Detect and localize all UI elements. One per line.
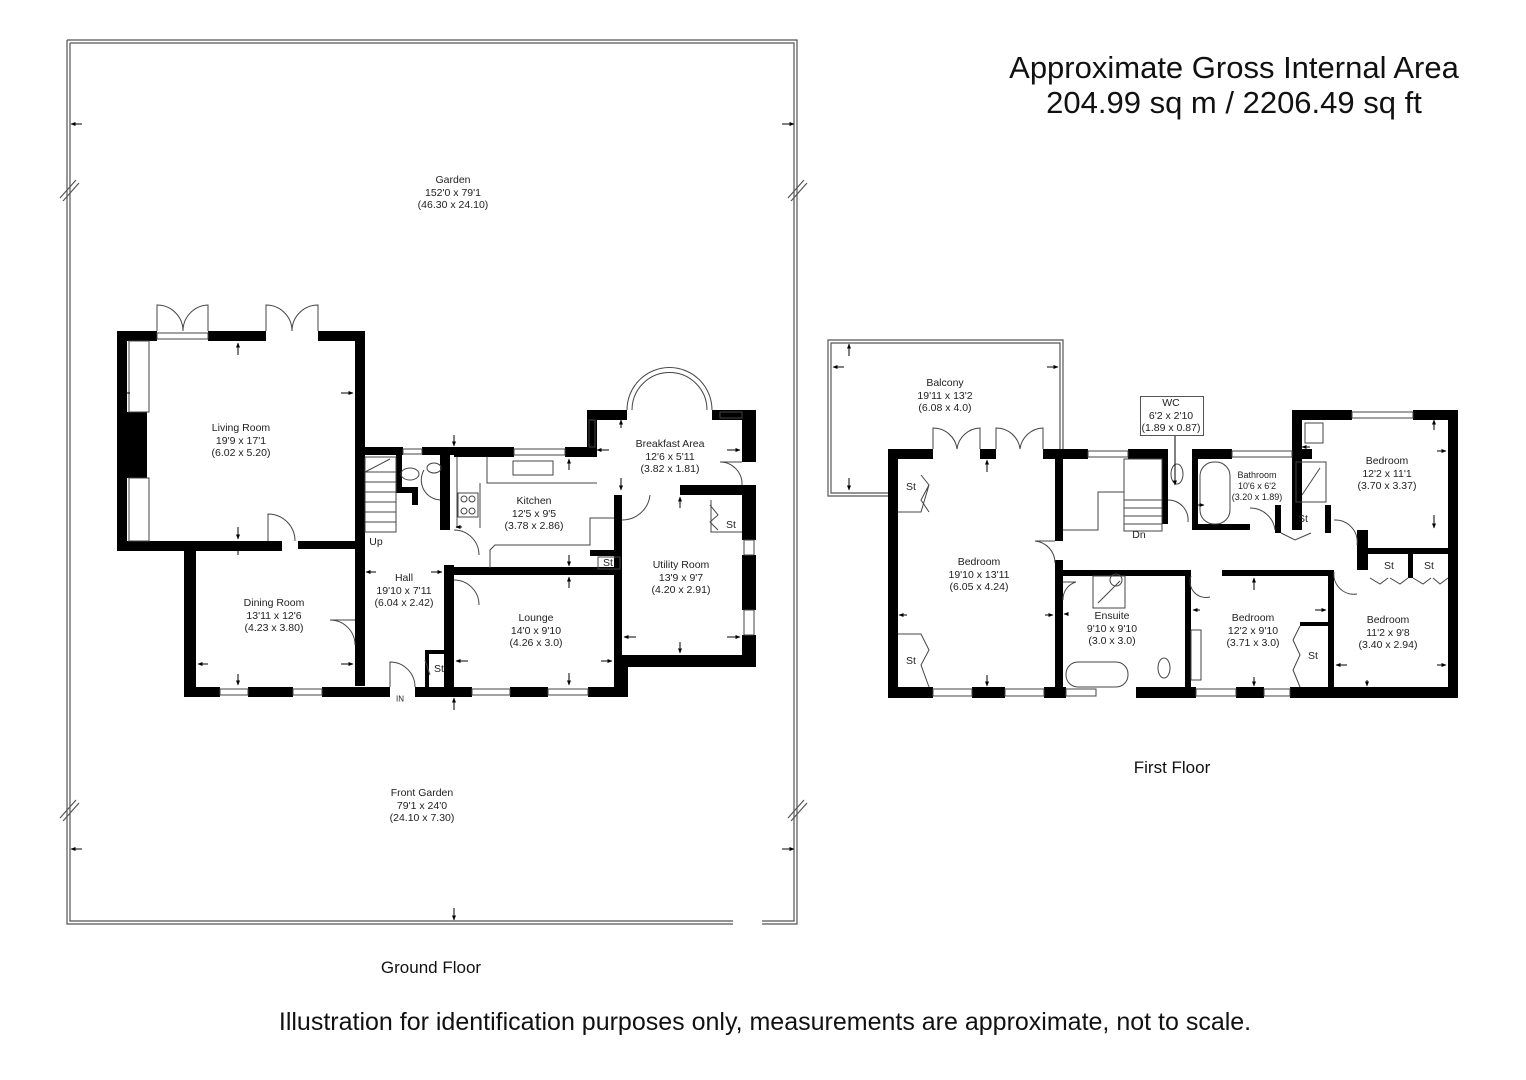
room-label-bedroom-2: Bedroom 12'2 x 11'1 (3.70 x 3.37)	[1358, 455, 1417, 493]
room-metric: (6.05 x 4.24)	[949, 581, 1009, 593]
room-imperial: 79'1 x 24'0	[396, 799, 448, 812]
garden-arrows	[70, 122, 795, 921]
storage-label: St	[434, 663, 444, 675]
storage-label: St	[906, 655, 916, 667]
first-floor-label: First Floor	[1133, 758, 1211, 777]
room-imperial: 19'10 x 7'11	[376, 584, 432, 597]
ground-floor-walls	[117, 331, 756, 697]
room-metric: (3.70 x 3.37)	[1357, 480, 1417, 492]
room-metric: (3.0 x 3.0)	[1088, 635, 1136, 647]
room-imperial: 13'11 x 12'6	[246, 609, 302, 622]
room-name: Ensuite	[1094, 610, 1130, 622]
storage-label: St	[1384, 560, 1394, 572]
room-label-kitchen: Kitchen 12'5 x 9'5 (3.78 x 2.86)	[505, 495, 564, 533]
entrance-label: IN	[396, 694, 404, 704]
storage-label: St	[726, 519, 736, 531]
room-label-bathroom: Bathroom 10'6 x 6'2 (3.20 x 1.89)	[1232, 470, 1283, 503]
room-metric: (4.20 x 2.91)	[651, 584, 711, 596]
storage-label: St	[1298, 513, 1308, 525]
room-metric: (6.08 x 4.0)	[918, 402, 972, 414]
room-name: Bedroom	[1365, 455, 1409, 467]
room-imperial: 13'9 x 9'7	[658, 571, 704, 584]
room-name: Bedroom	[1366, 614, 1410, 626]
room-imperial: 10'6 x 6'2	[1238, 481, 1276, 491]
room-name: Utility Room	[652, 559, 710, 571]
room-name: Garden	[435, 174, 471, 186]
room-metric: (3.20 x 1.89)	[1231, 492, 1283, 502]
room-metric: (6.02 x 5.20)	[211, 447, 271, 459]
room-metric: (3.82 x 1.81)	[640, 463, 700, 475]
ground-floor-label: Ground Floor	[380, 958, 482, 977]
room-imperial: 11'2 x 9'8	[1366, 626, 1410, 639]
room-name: Bedroom	[1231, 612, 1275, 624]
disclaimer-text: Illustration for identification purposes…	[278, 1008, 1252, 1036]
room-imperial: 12'5 x 9'5	[511, 507, 557, 520]
room-imperial: 6'2 x 2'10	[1148, 409, 1194, 422]
wc-label-box	[1140, 396, 1204, 436]
room-name: Bedroom	[957, 556, 1001, 568]
room-label-garden: Garden 152'0 x 79'1 (46.30 x 24.10)	[418, 174, 489, 212]
area-heading: Approximate Gross Internal Area	[1009, 50, 1459, 85]
room-label-master-bedroom: Bedroom 19'10 x 13'11 (6.05 x 4.24)	[948, 556, 1009, 594]
first-floor-walls	[888, 410, 1458, 698]
first-floor-fixtures	[898, 411, 1449, 697]
room-imperial: 14'0 x 9'10	[510, 624, 562, 637]
room-imperial: 152'0 x 79'1	[425, 186, 481, 199]
room-label-front-garden: Front Garden 79'1 x 24'0 (24.10 x 7.30)	[390, 787, 455, 825]
room-name: Bathroom	[1237, 470, 1277, 480]
first-room-arrows	[832, 343, 1447, 687]
room-label-ensuite: Ensuite 9'10 x 9'10 (3.0 x 3.0)	[1087, 610, 1137, 648]
room-metric: (3.78 x 2.86)	[504, 520, 564, 532]
room-label-lounge: Lounge 14'0 x 9'10 (4.26 x 3.0)	[509, 612, 562, 650]
storage-label: St	[906, 481, 916, 493]
storage-label: St	[603, 557, 613, 569]
room-imperial: 12'2 x 11'1	[1362, 467, 1412, 480]
room-name: Lounge	[518, 612, 554, 624]
room-imperial: 12'2 x 9'10	[1227, 624, 1279, 637]
room-metric: (24.10 x 7.30)	[389, 812, 455, 824]
stairs-down-label: Dn	[1132, 529, 1146, 541]
room-metric: (4.23 x 3.80)	[244, 622, 304, 634]
gross-internal-area: Approximate Gross Internal Area 204.99 s…	[1009, 50, 1459, 120]
room-imperial: 19'10 x 13'11	[948, 568, 1010, 581]
room-label-wc: WC 6'2 x 2'10 (1.89 x 0.87)	[1142, 397, 1201, 435]
room-imperial: 9'10 x 9'10	[1086, 622, 1138, 635]
storage-label: St	[1424, 560, 1434, 572]
room-label-utility-room: Utility Room 13'9 x 9'7 (4.20 x 2.91)	[652, 559, 711, 597]
room-label-hall: Hall 19'10 x 7'11 (6.04 x 2.42)	[375, 572, 434, 610]
room-name: Front Garden	[390, 787, 454, 799]
room-label-bedroom-4: Bedroom 11'2 x 9'8 (3.40 x 2.94)	[1359, 614, 1418, 652]
room-metric: (3.71 x 3.0)	[1226, 637, 1280, 649]
balcony-outline	[827, 339, 1064, 497]
room-label-balcony: Balcony 19'11 x 13'2 (6.08 x 4.0)	[917, 377, 972, 415]
room-name: Balcony	[926, 377, 964, 389]
room-imperial: 19'11 x 13'2	[917, 389, 973, 402]
room-name: Living Room	[211, 422, 271, 434]
room-name: Breakfast Area	[635, 438, 705, 450]
room-name: WC	[1162, 397, 1180, 409]
ground-room-arrows	[119, 342, 741, 686]
room-imperial: 19'9 x 17'1	[215, 434, 267, 447]
room-metric: (3.40 x 2.94)	[1358, 639, 1418, 651]
garden-boundary	[59, 39, 808, 925]
room-label-dining-room: Dining Room 13'11 x 12'6 (4.23 x 3.80)	[244, 597, 305, 635]
stairs-up-label: Up	[369, 536, 383, 548]
ground-floor-fixtures	[128, 304, 755, 696]
room-metric: (46.30 x 24.10)	[417, 199, 489, 211]
room-name: Kitchen	[516, 495, 552, 507]
room-name: Hall	[394, 572, 414, 584]
room-label-bedroom-3: Bedroom 12'2 x 9'10 (3.71 x 3.0)	[1226, 612, 1279, 650]
room-metric: (6.04 x 2.42)	[374, 597, 434, 609]
area-value: 204.99 sq m / 2206.49 sq ft	[1046, 85, 1422, 120]
room-label-living-room: Living Room 19'9 x 17'1 (6.02 x 5.20)	[212, 422, 271, 460]
room-metric: (1.89 x 0.87)	[1141, 422, 1201, 434]
room-imperial: 12'6 x 5'11	[645, 450, 695, 463]
room-metric: (4.26 x 3.0)	[509, 637, 563, 649]
room-name: Dining Room	[243, 597, 305, 609]
room-label-breakfast-area: Breakfast Area 12'6 x 5'11 (3.82 x 1.81)	[636, 438, 705, 476]
storage-label: St	[1308, 650, 1318, 662]
